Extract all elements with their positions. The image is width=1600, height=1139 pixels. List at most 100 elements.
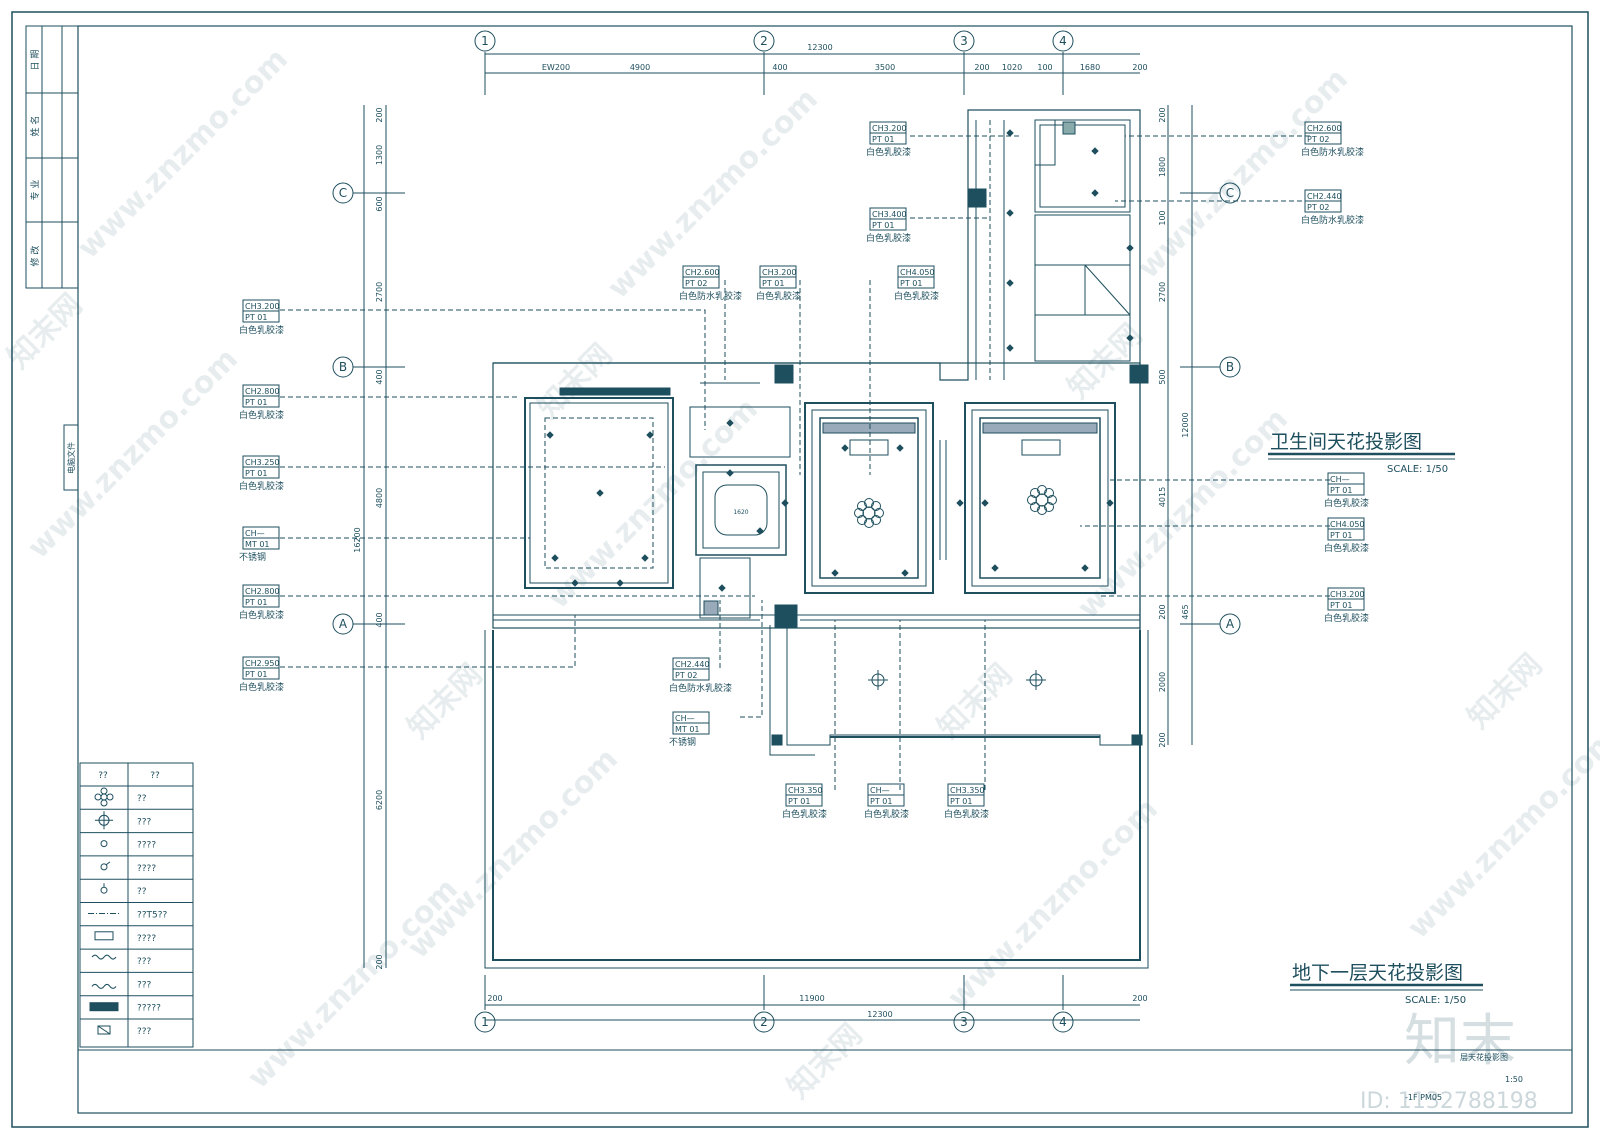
brand-id: ID: 1132788198 xyxy=(1360,1089,1538,1114)
dim-left-seg: 400 xyxy=(375,369,384,384)
column xyxy=(967,188,987,208)
tag-finish: 白色乳胶漆 xyxy=(866,232,911,244)
inner-frame xyxy=(77,25,1573,1114)
spotlight-icon xyxy=(100,861,111,871)
tag-ceiling-height: CH3.200 xyxy=(762,268,797,277)
dim-right: 200 1800 100 2700 500 4015 200 465 2000 … xyxy=(1158,105,1193,748)
fixtures xyxy=(546,129,1134,690)
linear-vent-icon xyxy=(89,1002,119,1012)
basement-outline xyxy=(492,630,1141,961)
dim-right-seg: 1800 xyxy=(1158,157,1167,177)
grid-col-4: 4 xyxy=(1059,34,1067,48)
watermark-site: www.znzmo.com xyxy=(401,742,625,966)
tag-ceiling-height: CH— xyxy=(675,714,695,723)
dim-top-seg: 200 xyxy=(974,63,989,72)
bath-title: 卫生间天花投影图 xyxy=(1270,431,1422,453)
room-center xyxy=(804,402,934,594)
watermark-brand: 知末网 xyxy=(531,337,619,425)
grid-row-c: C xyxy=(339,186,347,200)
tag-material-code: PT 01 xyxy=(245,398,267,407)
tag-ceiling-height: CH3.200 xyxy=(872,124,907,133)
dim-top: 12300 EW200 4900 400 3500 200 1020 100 1… xyxy=(485,43,1148,74)
watermark-brand: 知末网 xyxy=(1,287,89,375)
shower-room xyxy=(1034,214,1131,362)
title-block: 日 期 姓 名 专 业 修 改 电脑文件 xyxy=(25,25,79,491)
downlight-icon xyxy=(95,811,113,830)
tag-finish: 不锈钢 xyxy=(669,736,696,748)
dim-right-seg: 2000 xyxy=(1158,672,1167,692)
tag-ceiling-height: CH3.400 xyxy=(872,210,907,219)
tag-material-code: PT 01 xyxy=(1330,601,1352,610)
footer-scale: 1:50 xyxy=(1505,1075,1523,1084)
ceiling-tag: CH3.200 PT 01 白色乳胶漆 xyxy=(756,265,801,302)
dim-bottom-total: 12300 xyxy=(867,1010,892,1019)
ceiling-tag: CH— MT 01 不锈钢 xyxy=(669,711,710,748)
tag-finish: 白色乳胶漆 xyxy=(1324,542,1369,554)
legend-label: ??T5?? xyxy=(137,911,168,921)
title-block-row-discipline: 专 业 xyxy=(29,180,41,201)
tag-material-code: PT 01 xyxy=(245,313,267,322)
return-vent-icon xyxy=(91,983,117,989)
downlight-icon xyxy=(868,670,888,690)
access-panel-icon xyxy=(97,1025,111,1035)
tag-finish: 白色防水乳胶漆 xyxy=(1301,146,1364,158)
supply-vent-icon xyxy=(91,954,117,960)
tag-ceiling-height: CH2.600 xyxy=(1307,124,1342,133)
column xyxy=(774,364,794,384)
legend-label: ??? xyxy=(137,1027,152,1037)
chandelier-icon xyxy=(94,787,114,807)
tag-finish: 白色乳胶漆 xyxy=(866,146,911,158)
legend-header-symbol: ?? xyxy=(98,771,108,781)
tag-material-code: PT 02 xyxy=(685,279,707,288)
tag-ceiling-height: CH4.050 xyxy=(900,268,935,277)
tag-material-code: PT 01 xyxy=(872,135,894,144)
chandelier-icon xyxy=(1027,485,1057,515)
dim-bottom: 200 11900 200 12300 xyxy=(485,994,1148,1021)
tag-finish: 白色乳胶漆 xyxy=(239,681,284,693)
dim-right-seg: 465 xyxy=(1181,604,1190,619)
legend-label: ??? xyxy=(137,980,152,990)
ceiling-tag: CH3.200 PT 01 白色乳胶漆 xyxy=(866,121,911,158)
tag-material-code: PT 01 xyxy=(245,598,267,607)
tag-ceiling-height: CH3.200 xyxy=(1330,590,1365,599)
tag-finish: 白色乳胶漆 xyxy=(756,290,801,302)
column xyxy=(1129,364,1149,384)
tag-ceiling-height: CH2.600 xyxy=(685,268,720,277)
grid-col-3-bottom: 3 xyxy=(960,1015,968,1029)
tag-finish: 白色乳胶漆 xyxy=(944,808,989,820)
dim-left-seg: 4800 xyxy=(375,488,384,508)
grid-col-2: 2 xyxy=(760,34,768,48)
dim-top-seg: 1020 xyxy=(1002,63,1022,72)
tag-finish: 白色乳胶漆 xyxy=(894,290,939,302)
dim-top-total: 12300 xyxy=(807,43,832,52)
dim-top-seg: EW200 xyxy=(542,63,570,72)
tag-material-code: PT 01 xyxy=(762,279,784,288)
leader-lines xyxy=(280,135,1330,790)
title-block-row-revision: 修 改 xyxy=(29,246,41,267)
watermark-site: www.znzmo.com xyxy=(941,792,1165,1016)
tag-ceiling-height: CH2.950 xyxy=(245,659,280,668)
legend-label: ?? xyxy=(137,794,147,804)
watermark-site: www.znzmo.com xyxy=(71,42,295,266)
tag-material-code: MT 01 xyxy=(675,725,700,734)
watermark-layer: www.znzmo.com www.znzmo.com www.znzmo.co… xyxy=(1,42,1600,1106)
dim-top-seg: 400 xyxy=(772,63,787,72)
tag-finish: 白色乳胶漆 xyxy=(239,409,284,421)
tag-material-code: PT 01 xyxy=(245,670,267,679)
grid-col-4-bottom: 4 xyxy=(1059,1015,1067,1029)
watermark-site: www.znzmo.com xyxy=(1401,722,1600,946)
small-light-icon xyxy=(100,840,108,848)
watermark-brand: 知末网 xyxy=(931,657,1019,745)
